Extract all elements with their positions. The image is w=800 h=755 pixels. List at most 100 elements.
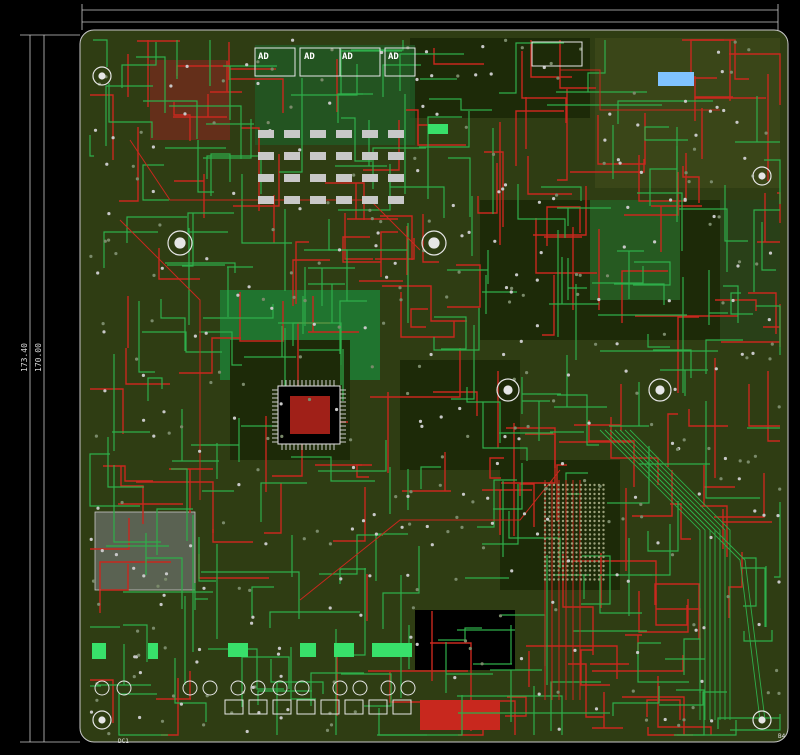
trace-segment xyxy=(372,147,426,189)
trace-segment xyxy=(621,270,668,323)
via xyxy=(757,622,761,627)
via xyxy=(764,131,768,135)
via xyxy=(736,264,740,268)
via xyxy=(114,252,118,256)
trace-segment xyxy=(638,153,687,202)
via xyxy=(158,223,162,227)
trace-segment xyxy=(458,708,484,736)
via xyxy=(317,261,321,265)
via xyxy=(107,732,111,736)
trace-segment xyxy=(375,533,408,581)
trace-segment xyxy=(647,334,670,348)
via xyxy=(768,251,773,255)
connector-pad xyxy=(320,699,340,715)
via xyxy=(574,272,579,277)
trace-segment xyxy=(382,546,420,629)
connector-pin xyxy=(250,680,266,696)
via xyxy=(457,270,461,274)
trace-segment xyxy=(113,465,161,543)
via xyxy=(370,217,374,221)
trace-segment xyxy=(499,42,564,94)
via xyxy=(385,275,389,279)
via xyxy=(266,121,270,125)
trace-segment xyxy=(541,186,582,201)
trace-segment xyxy=(466,387,501,443)
via xyxy=(670,553,675,557)
trace-segment xyxy=(203,119,252,159)
via xyxy=(636,650,640,655)
trace-segment xyxy=(389,672,422,703)
via xyxy=(566,559,571,563)
connector-pin xyxy=(272,680,288,696)
via xyxy=(141,373,145,377)
via xyxy=(626,205,630,209)
via xyxy=(171,694,176,698)
via xyxy=(257,711,261,715)
trace-segment xyxy=(203,304,274,319)
via xyxy=(361,519,366,523)
trace-segment xyxy=(557,394,599,446)
trace-segment xyxy=(705,401,760,499)
trace-segment xyxy=(714,473,765,518)
trace-segment xyxy=(406,109,466,146)
trace-segment xyxy=(278,296,304,334)
trace-segment xyxy=(559,40,596,89)
via xyxy=(519,339,523,343)
trace-segment xyxy=(506,427,556,468)
trace-segment xyxy=(688,409,728,427)
via xyxy=(202,723,206,727)
trace-segment xyxy=(447,250,489,284)
via xyxy=(460,234,464,238)
via xyxy=(151,145,155,149)
via xyxy=(481,45,485,49)
via xyxy=(279,402,283,406)
via xyxy=(93,128,98,132)
via xyxy=(237,586,241,590)
via xyxy=(576,292,580,296)
trace-segment xyxy=(647,501,679,552)
via xyxy=(337,248,342,252)
via xyxy=(193,334,197,338)
via xyxy=(132,675,136,679)
trace-segment xyxy=(179,337,241,374)
via xyxy=(221,521,226,525)
trace-segment xyxy=(508,511,561,568)
via xyxy=(573,648,577,653)
trace-segment xyxy=(617,250,644,299)
trace-segment xyxy=(161,678,179,736)
small-ic xyxy=(336,152,352,160)
via xyxy=(708,109,713,113)
trace-segment xyxy=(694,96,733,121)
trace-segment xyxy=(269,611,360,628)
trace-segment xyxy=(103,231,158,268)
refdes-u3: AD xyxy=(342,52,353,62)
via xyxy=(498,614,503,618)
trace-segment xyxy=(341,673,392,707)
via xyxy=(504,38,508,43)
via xyxy=(232,191,236,195)
trace-segment xyxy=(637,192,683,251)
small-ic xyxy=(388,196,404,204)
via xyxy=(615,573,619,577)
via xyxy=(489,72,493,76)
small-ic xyxy=(258,130,274,138)
via xyxy=(594,707,599,711)
via xyxy=(557,727,561,731)
trace-segment xyxy=(89,453,140,507)
small-ic xyxy=(336,174,352,182)
via xyxy=(755,262,759,266)
via xyxy=(132,566,136,570)
via xyxy=(446,530,450,534)
via xyxy=(105,162,109,166)
via xyxy=(747,48,751,52)
via xyxy=(639,170,644,174)
via xyxy=(594,342,598,346)
trace-segment xyxy=(433,391,478,416)
via xyxy=(751,351,755,355)
trace-segment xyxy=(223,65,277,120)
small-ic xyxy=(362,152,378,160)
via xyxy=(415,642,419,647)
via xyxy=(622,245,626,249)
trace-segment xyxy=(201,571,300,619)
via xyxy=(626,579,630,583)
